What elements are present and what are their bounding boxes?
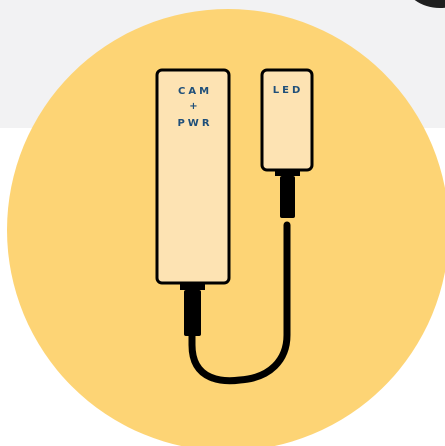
cam-module-label-line2: +	[189, 101, 200, 112]
led-module-icon: LED	[262, 70, 312, 170]
led-module-label: LED	[273, 85, 304, 96]
cam-module-label-line1: CAM	[178, 86, 212, 97]
cam-pwr-module-icon: CAM + PWR	[157, 70, 229, 283]
cam-module-label-line3: PWR	[177, 118, 212, 129]
